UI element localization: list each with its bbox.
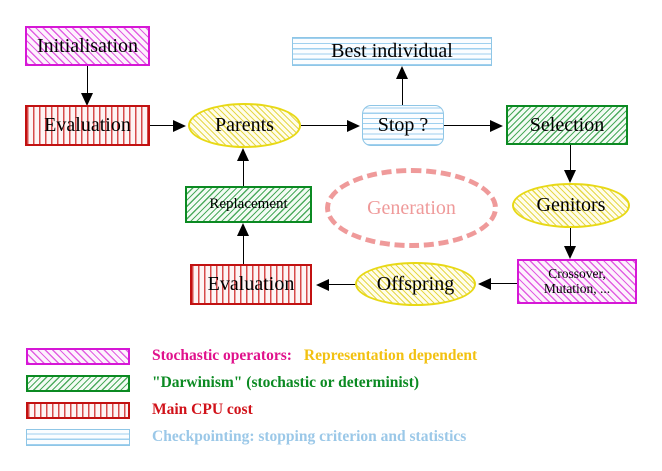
- legend-label-representation-dependent: Representation dependent: [303, 347, 478, 364]
- node-stop[interactable]: Stop ?: [362, 105, 444, 146]
- legend-row-darwinism: "Darwinism" (stochastic or determinist): [26, 370, 419, 396]
- node-evaluation-bottom-label: Evaluation: [207, 273, 295, 295]
- node-evaluation-bottom[interactable]: Evaluation: [190, 264, 312, 305]
- edge-genitors-to-operators: [570, 228, 572, 248]
- legend-swatch-blue-horizontal-hatch-icon: [26, 428, 130, 446]
- edge-evaluation-to-replacement: [243, 233, 245, 265]
- node-genitors[interactable]: Genitors: [512, 183, 630, 228]
- node-parents[interactable]: Parents: [188, 103, 301, 148]
- node-replacement[interactable]: Replacement: [185, 186, 312, 223]
- legend-row-stochastic-operators: Stochastic operators: Representation dep…: [26, 343, 477, 369]
- arrowhead-stop-to-selection: [490, 120, 503, 132]
- node-replacement-label: Replacement: [209, 195, 288, 212]
- arrowhead-evaluation-to-parents: [173, 120, 186, 132]
- node-selection-label: Selection: [529, 113, 605, 136]
- arrowhead-parents-to-stop: [347, 120, 360, 132]
- node-best-individual-label: Best individual: [331, 40, 453, 62]
- node-initialisation[interactable]: Initialisation: [25, 26, 150, 66]
- legend-label-main-cpu-cost: Main CPU cost: [152, 401, 253, 418]
- arrowhead-initialisation-to-evaluation: [81, 93, 93, 106]
- edge-parents-to-stop: [301, 125, 349, 127]
- arrowhead-offspring-to-evaluation: [316, 279, 329, 291]
- edge-stop-to-selection: [444, 125, 492, 127]
- edge-replacement-to-parents: [243, 160, 245, 187]
- node-offspring-label: Offspring: [376, 272, 455, 295]
- arrowhead-operators-to-offspring: [478, 278, 491, 290]
- legend-swatch-red-vertical-hatch-icon: [26, 401, 130, 419]
- arrowhead-stop-to-best-individual: [396, 66, 408, 79]
- node-evaluation-top-label: Evaluation: [44, 114, 131, 136]
- edge-selection-to-genitors: [570, 145, 572, 171]
- legend-row-checkpointing: Checkpointing: stopping criterion and st…: [26, 424, 466, 450]
- edge-stop-to-best-individual: [402, 75, 404, 107]
- legend-label-checkpointing: Checkpointing: stopping criterion and st…: [152, 428, 467, 445]
- legend-swatch-green-diagonal-hatch-icon: [26, 374, 130, 392]
- node-genitors-label: Genitors: [536, 194, 606, 216]
- node-best-individual[interactable]: Best individual: [292, 37, 492, 66]
- arrowhead-selection-to-genitors: [564, 170, 576, 183]
- node-initialisation-label: Initialisation: [36, 34, 139, 57]
- edge-operators-to-offspring: [490, 283, 518, 285]
- node-generation-label: Generation: [367, 196, 456, 219]
- node-stop-label: Stop ?: [377, 114, 429, 136]
- arrowhead-evaluation-to-replacement: [237, 223, 249, 236]
- node-operators-label: Crossover, Mutation, ...: [543, 266, 611, 296]
- legend-row-main-cpu-cost: Main CPU cost: [26, 397, 253, 423]
- edge-evaluation-to-parents: [150, 125, 176, 127]
- node-parents-label: Parents: [215, 114, 274, 136]
- node-selection[interactable]: Selection: [506, 105, 628, 145]
- arrowhead-genitors-to-operators: [564, 246, 576, 259]
- legend-label-stochastic-operators: Stochastic operators:: [152, 347, 292, 364]
- node-offspring[interactable]: Offspring: [355, 262, 476, 306]
- legend-label-darwinism: "Darwinism" (stochastic or determinist): [152, 374, 420, 391]
- node-generation-marker: Generation: [325, 168, 498, 248]
- legend-swatch-magenta-diagonal-hatch-icon: [26, 347, 130, 365]
- edge-offspring-to-evaluation: [328, 284, 356, 286]
- edge-initialisation-to-evaluation: [87, 66, 89, 96]
- node-evaluation-top[interactable]: Evaluation: [25, 105, 150, 146]
- arrowhead-replacement-to-parents: [237, 148, 249, 161]
- node-operators[interactable]: Crossover, Mutation, ...: [517, 259, 637, 304]
